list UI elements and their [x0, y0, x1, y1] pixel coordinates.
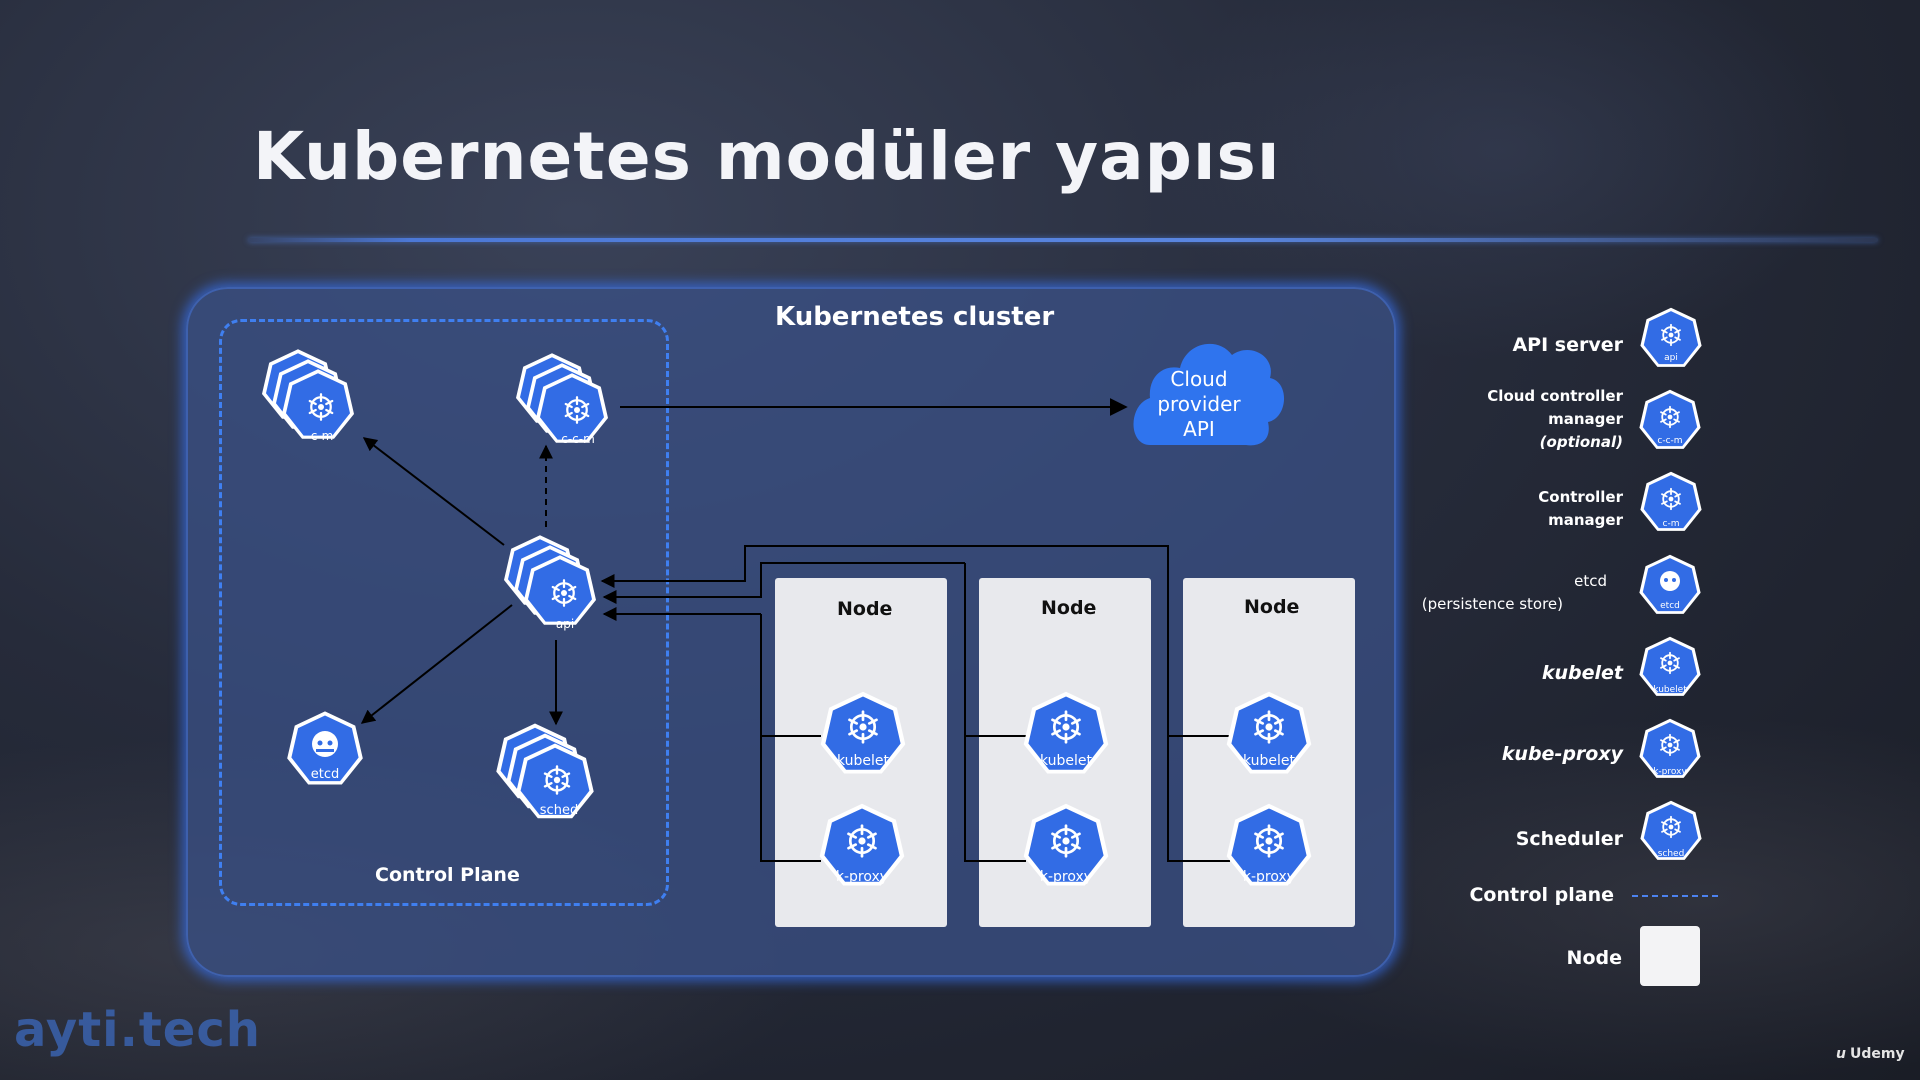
node-label-2: Node [1041, 597, 1097, 619]
node1-kubelet-label: kubelet [837, 753, 890, 769]
legend-ccm-line1: Cloud controller [1487, 387, 1623, 405]
node1-kproxy-icon: k-proxy [819, 803, 905, 886]
cloud-line1: Cloud [1170, 367, 1227, 391]
legend-ccm-line3: (optional) [1539, 433, 1623, 451]
node2-kproxy-label: k-proxy [1040, 869, 1092, 885]
api-server-icon: api [504, 535, 596, 631]
legend-kube-proxy: kube-proxy [1501, 743, 1623, 765]
api-to-cm-arrow [362, 437, 505, 546]
node3-kubelet-label: kubelet [1243, 753, 1296, 769]
legend-ccm-line2: manager [1548, 410, 1623, 428]
node2-kubelet-icon: kubelet [1023, 691, 1109, 774]
legend-node: Node [1566, 947, 1622, 969]
cluster-label: Kubernetes cluster [775, 302, 1055, 332]
legend-sched-icon: sched [1640, 800, 1702, 860]
svg-text:sched: sched [1658, 849, 1685, 859]
legend-kubelet: kubelet [1541, 662, 1623, 684]
node1-kubelet-icon: kubelet [820, 691, 906, 774]
legend-scheduler: Scheduler [1515, 828, 1623, 850]
legend-api-server: API server [1512, 334, 1623, 356]
legend-cm-line2: manager [1548, 511, 1623, 529]
legend-api-icon: api [1640, 307, 1702, 367]
cm-label: c-m [311, 429, 334, 443]
node-label-3: Node [1244, 596, 1300, 618]
scheduler-icon: sched [496, 723, 594, 819]
node3-kproxy-icon: k-proxy [1226, 803, 1312, 886]
node1-kproxy-label: k-proxy [836, 869, 888, 885]
udemy-icon: u [1836, 1046, 1846, 1062]
legend-node-swatch [1640, 926, 1700, 986]
cloud-icon: Cloud provider API [1133, 343, 1285, 446]
control-plane-label: Control Plane [375, 864, 520, 886]
legend-etcd-line1: etcd [1574, 572, 1607, 590]
legend-cm-icon: c-m [1640, 471, 1702, 531]
svg-text:kubelet: kubelet [1653, 685, 1687, 695]
svg-text:api: api [1664, 353, 1678, 363]
controller-manager-icon: c-m [262, 349, 354, 443]
svg-text:c-c-m: c-c-m [1657, 436, 1682, 446]
control-plane-box [219, 319, 669, 906]
node-label-1: Node [837, 598, 893, 620]
legend-ccm: Cloud controller manager (optional) [1487, 385, 1623, 454]
cloud-controller-manager-icon: c-c-m [516, 353, 608, 446]
udemy-text: Udemy [1849, 1046, 1905, 1062]
node3-kubelet-icon: kubelet [1226, 691, 1312, 774]
legend-cm: Controller manager [1538, 486, 1623, 532]
etcd-icon: etcd [287, 711, 363, 785]
etcd-label: etcd [311, 767, 340, 782]
legend-ccm-icon: c-c-m [1639, 389, 1701, 449]
ccm-label: c-c-m [561, 432, 595, 446]
legend-kproxy-icon: k-proxy [1639, 718, 1701, 778]
legend-etcd: etcd (persistence store) [1422, 570, 1623, 616]
node3-kproxy-label: k-proxy [1243, 869, 1295, 885]
legend-etcd-line2: (persistence store) [1421, 595, 1563, 613]
node2-to-api-line [602, 562, 965, 604]
cloud-line3: API [1183, 417, 1215, 441]
legend-control-plane: Control plane [1469, 884, 1614, 906]
api-label: api [556, 617, 574, 631]
api-to-etcd-arrow [360, 604, 513, 724]
node2-kubelet-label: kubelet [1040, 753, 1093, 769]
node2-kproxy-icon: k-proxy [1023, 803, 1109, 886]
connection-lines [360, 398, 1230, 862]
watermark-logo: ayti.tech [14, 1002, 261, 1058]
slide-title: Kubernetes modüler yapısı [253, 118, 1281, 195]
legend-kubelet-icon: kubelet [1639, 636, 1701, 696]
svg-text:k-proxy: k-proxy [1653, 767, 1687, 777]
svg-text:etcd: etcd [1660, 601, 1680, 611]
legend-etcd-icon: etcd [1639, 554, 1701, 614]
cloud-line2: provider [1157, 392, 1241, 416]
legend-control-plane-swatch [1632, 895, 1718, 897]
legend-icons: api c-c-m c-m etcd kubelet [1639, 307, 1702, 860]
sched-label: sched [540, 803, 578, 818]
title-underline [248, 238, 1878, 242]
legend-cm-line1: Controller [1538, 488, 1623, 506]
svg-text:c-m: c-m [1663, 519, 1680, 529]
